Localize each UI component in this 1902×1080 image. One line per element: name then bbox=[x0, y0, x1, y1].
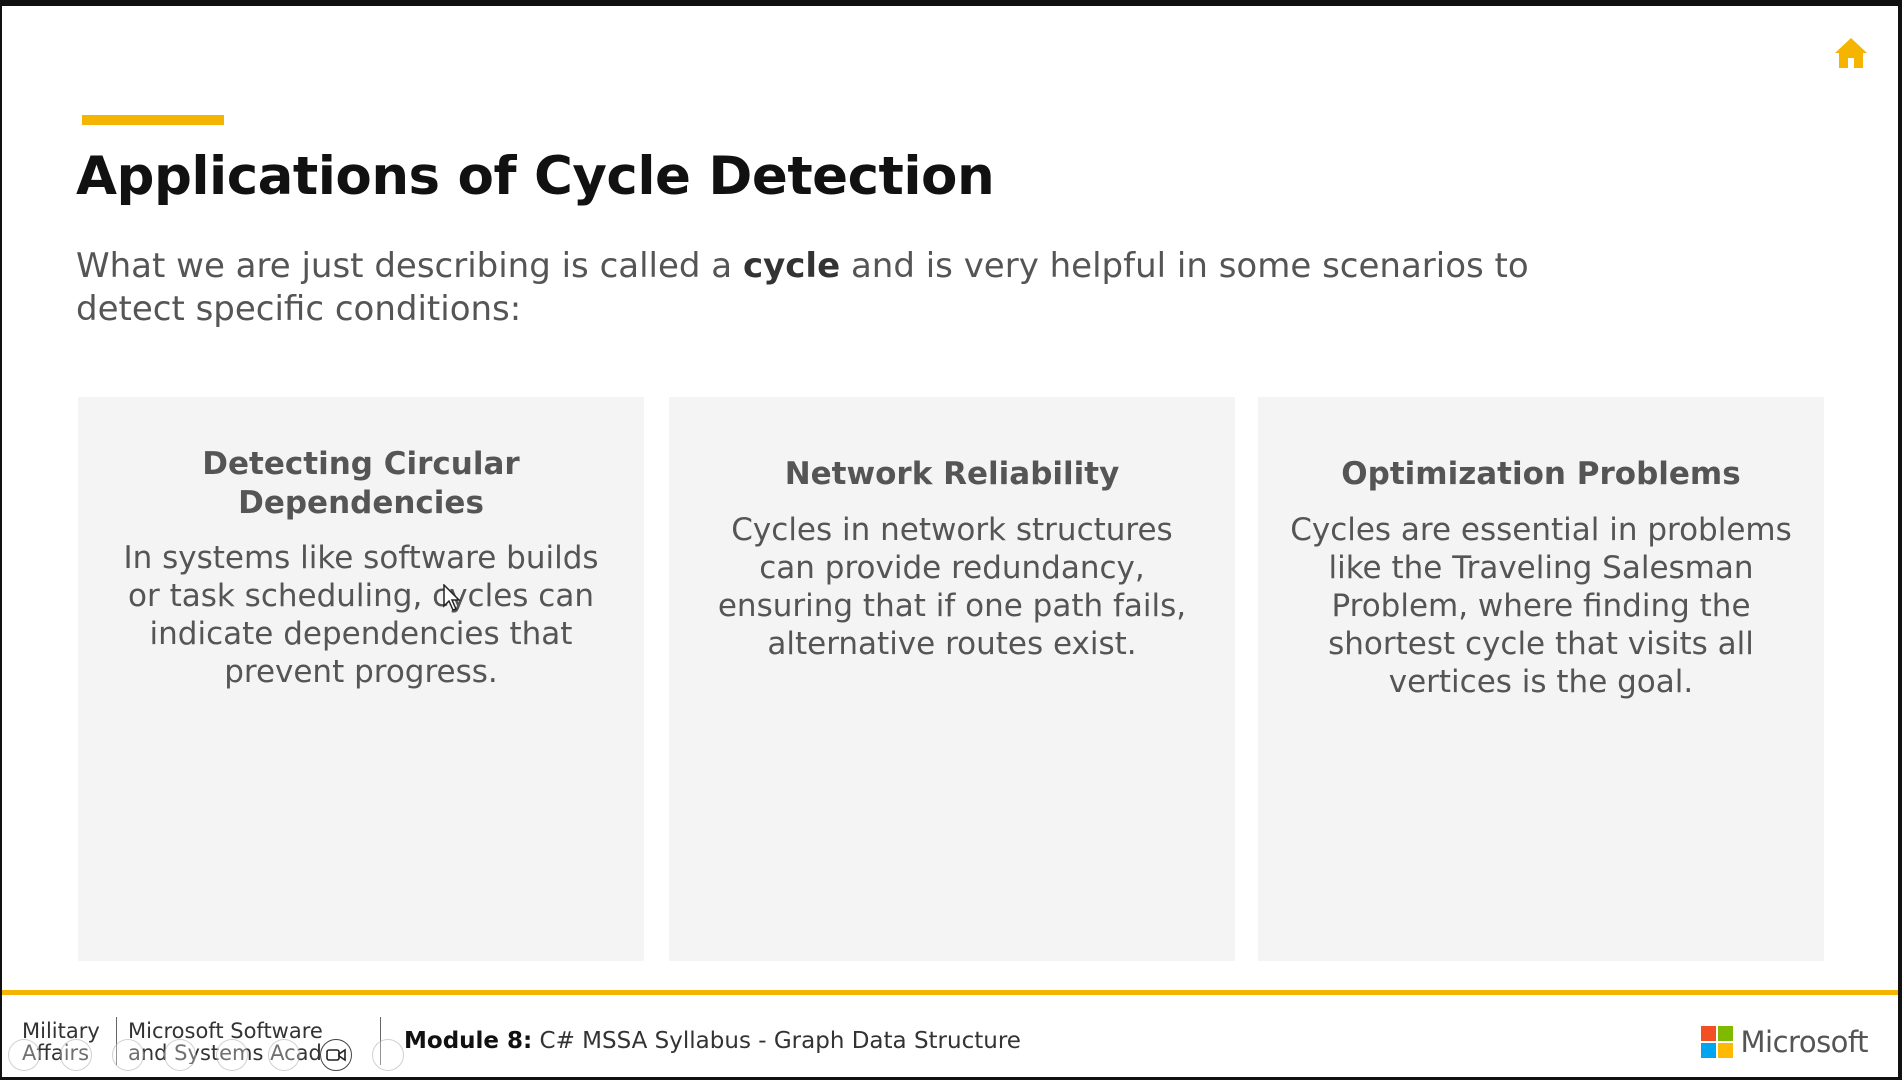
microsoft-logo-icon bbox=[1700, 1026, 1733, 1058]
card-network-reliability: Network Reliability Cycles in network st… bbox=[669, 397, 1235, 961]
control-button[interactable] bbox=[164, 1039, 196, 1071]
card-body: Cycles are essential in problems like th… bbox=[1290, 512, 1792, 700]
org-left-line: Military bbox=[22, 1019, 100, 1043]
presentation-controls bbox=[8, 1039, 404, 1071]
module-label: Module 8: bbox=[404, 1028, 533, 1054]
card-body: In systems like software builds or task … bbox=[123, 540, 599, 690]
control-button[interactable] bbox=[216, 1039, 248, 1071]
control-button[interactable] bbox=[268, 1039, 300, 1071]
card-heading: Optimization Problems bbox=[1341, 456, 1741, 492]
module-title: C# MSSA Syllabus - Graph Data Structure bbox=[532, 1028, 1021, 1054]
intro-text: What we are just describing is called a … bbox=[76, 245, 1636, 331]
slide: Applications of Cycle Detection What we … bbox=[2, 6, 1898, 1077]
camera-button[interactable] bbox=[320, 1039, 352, 1071]
intro-text-after: and is very helpful in some scenarios to… bbox=[76, 246, 1529, 329]
microsoft-logo: Microsoft bbox=[1700, 1025, 1869, 1059]
slide-title: Applications of Cycle Detection bbox=[76, 146, 995, 207]
control-button[interactable] bbox=[8, 1039, 40, 1071]
org-right-line: Microsoft Software bbox=[128, 1020, 323, 1043]
home-icon bbox=[1835, 38, 1867, 68]
microsoft-wordmark: Microsoft bbox=[1740, 1025, 1869, 1059]
control-button[interactable] bbox=[372, 1039, 404, 1071]
intro-text-bold: cycle bbox=[742, 246, 841, 286]
control-button[interactable] bbox=[112, 1039, 144, 1071]
footer-divider bbox=[116, 1017, 117, 1065]
card-circular-dependencies: Detecting Circular Dependencies In syste… bbox=[78, 397, 644, 961]
mouse-cursor-icon bbox=[443, 584, 461, 611]
control-button[interactable] bbox=[60, 1039, 92, 1071]
intro-text-before: What we are just describing is called a bbox=[76, 246, 743, 286]
footer-accent-line bbox=[2, 990, 1898, 995]
card-optimization-problems: Optimization Problems Cycles are essenti… bbox=[1258, 397, 1824, 961]
video-camera-icon bbox=[326, 1048, 346, 1062]
module-caption: Module 8: C# MSSA Syllabus - Graph Data … bbox=[404, 1028, 1021, 1054]
title-accent-bar bbox=[82, 115, 224, 125]
card-body: Cycles in network structures can provide… bbox=[717, 512, 1187, 662]
card-heading: Detecting Circular Dependencies bbox=[202, 446, 520, 521]
home-button[interactable] bbox=[1830, 32, 1872, 74]
slide-footer: Military Affairs Microsoft Software and … bbox=[2, 995, 1898, 1077]
card-heading: Network Reliability bbox=[784, 456, 1120, 492]
